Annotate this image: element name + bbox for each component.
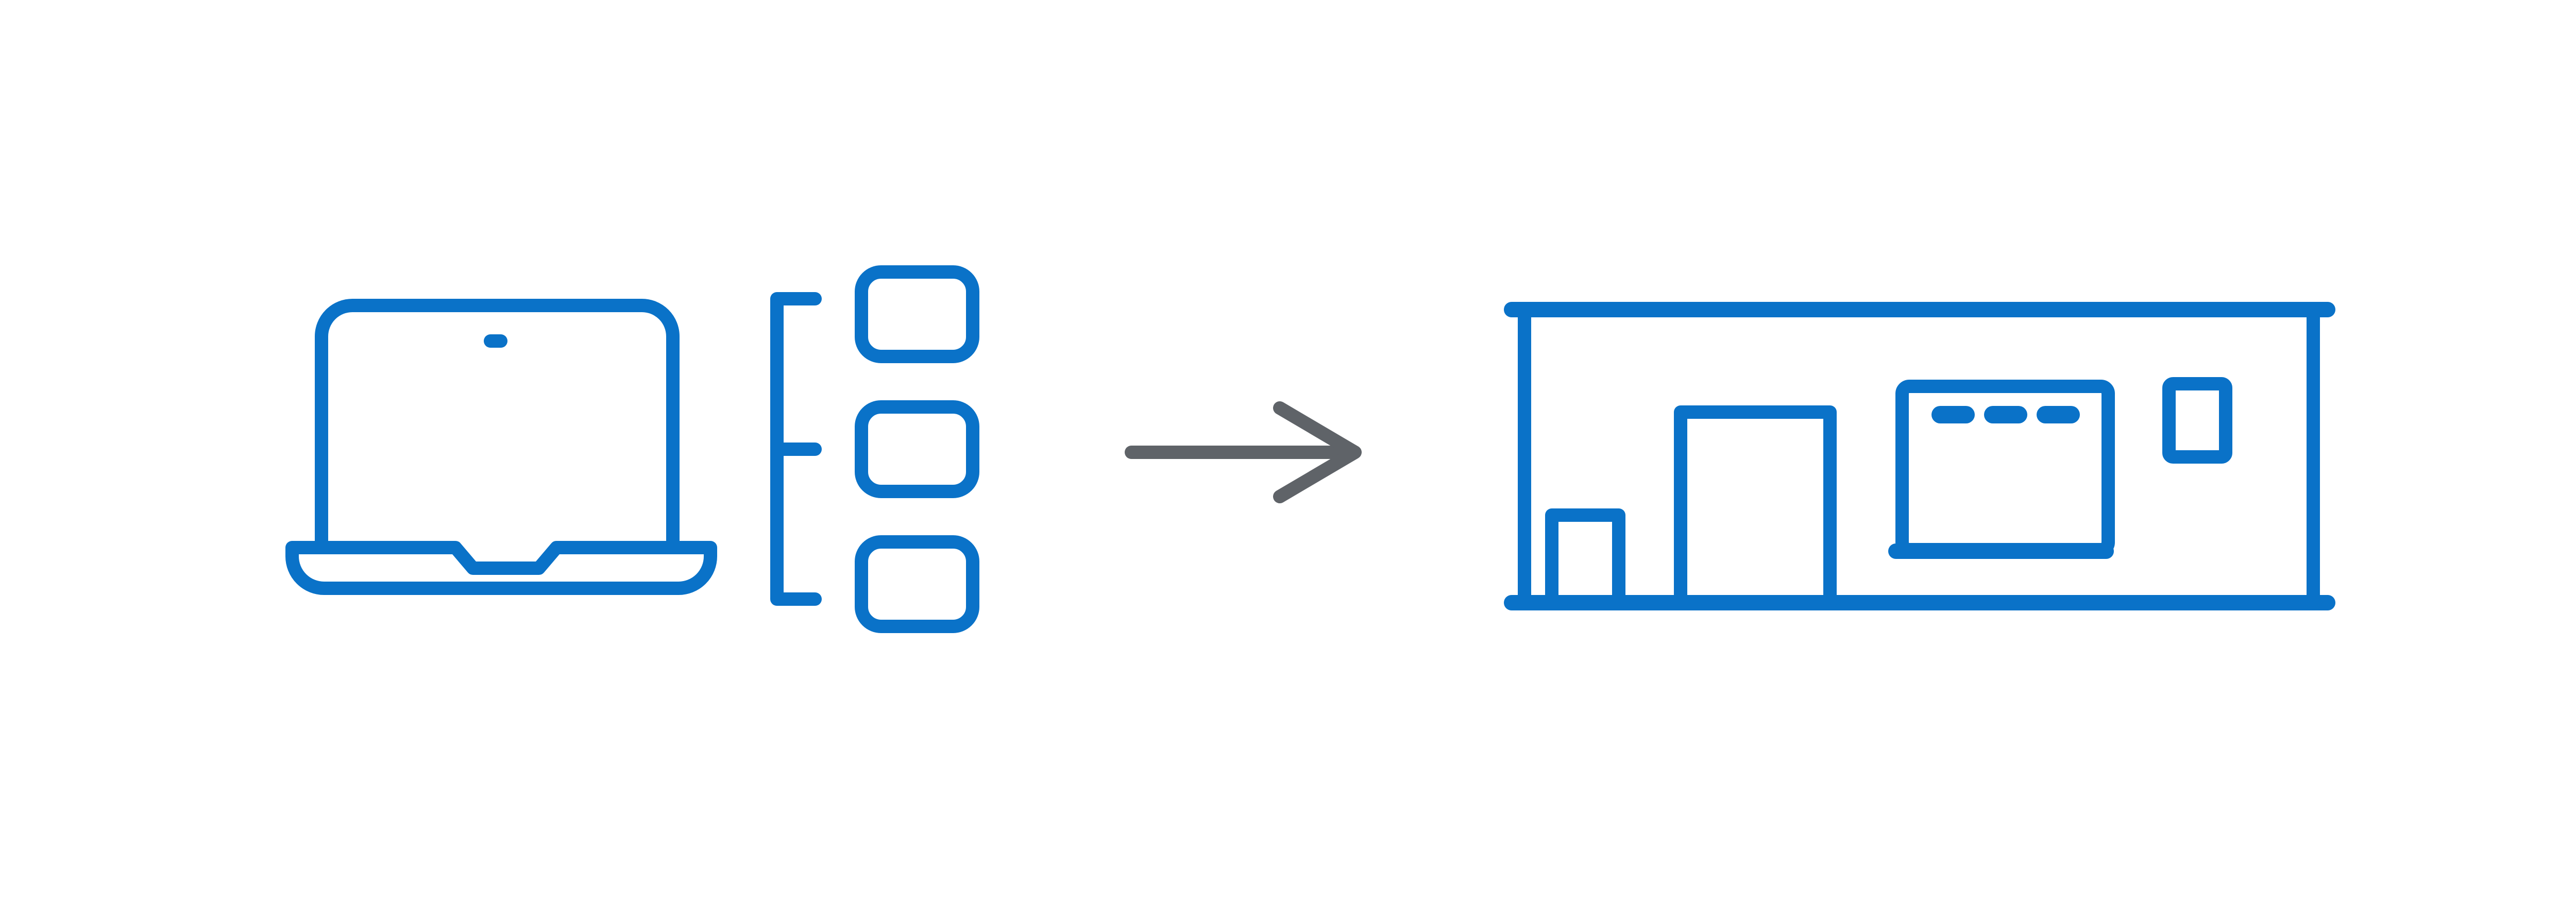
arrow-right-icon [1125,401,1362,503]
workload-tree-icon [770,265,979,633]
building-bar-tall [1674,405,1837,609]
tree-node-1 [855,265,979,363]
tree-node-2 [855,400,979,498]
laptop-base [285,541,717,595]
arrow-head [1273,401,1362,503]
laptop-icon [285,299,717,595]
tree-node-3 [855,535,979,633]
building-side-window [2162,377,2232,464]
laptop-camera-icon [484,334,507,348]
laptop-screen [315,299,680,550]
data-center-building-icon [1504,302,2335,610]
building-bar-short [1545,508,1625,609]
